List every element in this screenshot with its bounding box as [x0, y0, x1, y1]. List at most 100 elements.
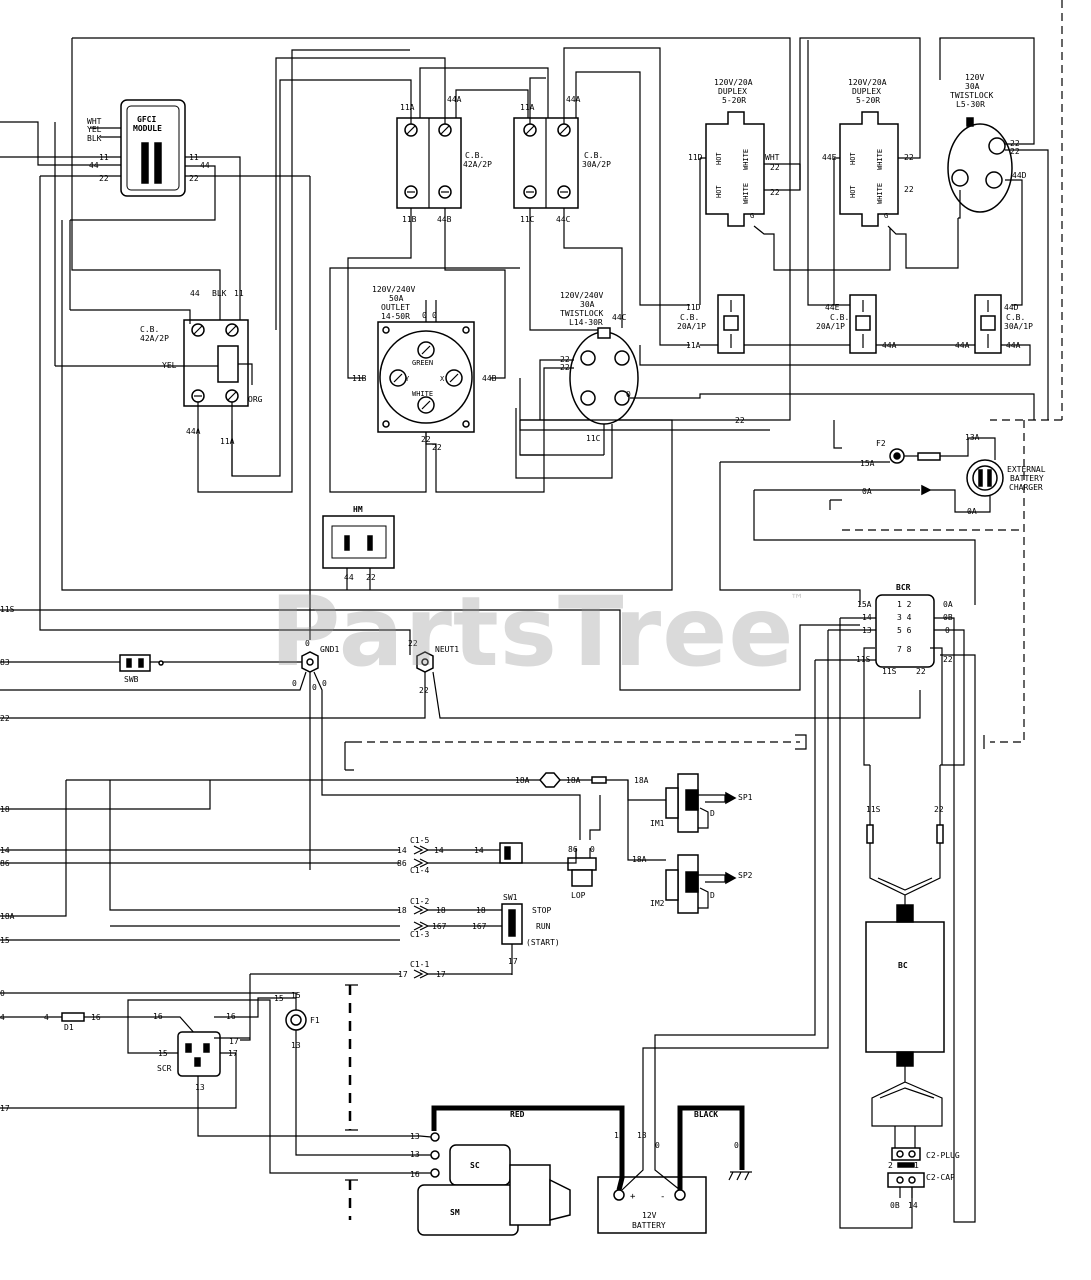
svg-text:15: 15: [274, 994, 284, 1003]
svg-text:15: 15: [291, 991, 301, 1000]
circuit-breaker-42a-top: 11A 44A C.B. 42A/2P 11B 44B: [396, 95, 492, 224]
svg-text:0: 0: [432, 311, 437, 320]
svg-text:11: 11: [234, 289, 244, 298]
svg-text:0: 0: [312, 683, 317, 692]
hour-meter: HM 44 22: [322, 505, 395, 582]
svg-text:44C: 44C: [556, 215, 571, 224]
connector-c1-5: C1-5 14 14 14: [397, 836, 484, 855]
svg-text:120V: 120V: [965, 73, 984, 82]
svg-text:22: 22: [943, 655, 953, 664]
svg-text:44: 44: [190, 289, 200, 298]
switch-sw1: SW1 STOP RUN (START) 17: [501, 893, 560, 966]
svg-text:20A/1P: 20A/1P: [816, 322, 845, 331]
svg-text:83: 83: [0, 658, 10, 667]
svg-text:SP1: SP1: [738, 793, 753, 802]
svg-text:5 6: 5 6: [897, 626, 912, 635]
svg-text:22: 22: [735, 416, 745, 425]
battery-12v: + - 12V BATTERY 13 13 0 0 0: [597, 1131, 739, 1234]
svg-text:WHT: WHT: [765, 153, 780, 162]
svg-text:11A: 11A: [220, 437, 235, 446]
svg-text:WHITE: WHITE: [412, 390, 433, 398]
svg-text:C.B.: C.B.: [830, 313, 849, 322]
svg-text:22: 22: [419, 686, 429, 695]
svg-text:X: X: [440, 375, 445, 383]
svg-text:86: 86: [568, 845, 578, 854]
svg-text:22: 22: [770, 188, 780, 197]
svg-text:DUPLEX: DUPLEX: [852, 87, 881, 96]
svg-text:30A: 30A: [965, 82, 980, 91]
connector-c1-2: C1-2 18 18 18: [397, 897, 486, 915]
svg-text:D1: D1: [64, 1023, 74, 1032]
svg-text:C2-CAP: C2-CAP: [926, 1173, 955, 1182]
circuit-breaker-42a-left: C.B. 42A/2P 44 BLK 11 YEL ORG 44A 11A: [140, 289, 263, 446]
circuit-breaker-30a-f: 44D C.B. 30A/1P 44A 44A: [955, 294, 1033, 354]
ignition-module-1: IM1 SP1 D: [650, 773, 753, 833]
svg-text:18A: 18A: [634, 776, 649, 785]
svg-text:13: 13: [195, 1083, 205, 1092]
twistlock-l14-30r: 120V/240V 30A TWISTLOCK L14-30R 44C 22 2…: [560, 291, 639, 443]
svg-text:C.B.: C.B.: [584, 151, 603, 160]
ground-terminal: GND1 0 0 0 0: [292, 639, 339, 692]
svg-text:14: 14: [0, 846, 10, 855]
svg-text:BLK: BLK: [212, 289, 227, 298]
svg-text:22: 22: [904, 185, 914, 194]
svg-text:11C: 11C: [586, 434, 601, 443]
svg-text:44E: 44E: [822, 153, 837, 162]
svg-text:0: 0: [590, 845, 595, 854]
svg-text:C.B.: C.B.: [1006, 313, 1025, 322]
svg-text:WHITE: WHITE: [876, 149, 884, 170]
svg-text:GFCI: GFCI: [137, 115, 156, 124]
svg-text:C1-2: C1-2: [410, 897, 429, 906]
svg-text:L14-30R: L14-30R: [569, 318, 603, 327]
svg-text:120V/240V: 120V/240V: [560, 291, 604, 300]
svg-text:BCR: BCR: [896, 583, 911, 592]
external-battery-charger: EXTERNAL BATTERY CHARGER 13A 0A: [965, 433, 1046, 516]
svg-text:86: 86: [397, 859, 407, 868]
svg-text:44D: 44D: [1012, 171, 1027, 180]
svg-text:GREEN: GREEN: [412, 359, 433, 367]
svg-text:STOP: STOP: [532, 906, 551, 915]
svg-text:18A: 18A: [515, 776, 530, 785]
svg-text:0: 0: [626, 390, 631, 399]
svg-text:120V/240V: 120V/240V: [372, 285, 416, 294]
circuit-breaker-30a-top: 11A 44A C.B. 30A/2P 11C 44C: [513, 95, 611, 224]
svg-text:0: 0: [322, 679, 327, 688]
svg-text:0A: 0A: [943, 600, 953, 609]
svg-text:22: 22: [99, 174, 109, 183]
svg-text:WHITE: WHITE: [876, 183, 884, 204]
svg-text:15A: 15A: [857, 600, 872, 609]
svg-text:44B: 44B: [482, 374, 497, 383]
svg-text:44E: 44E: [825, 303, 840, 312]
switch-swb: SWB: [119, 654, 164, 684]
svg-text:18A: 18A: [632, 855, 647, 864]
svg-text:11C: 11C: [520, 215, 535, 224]
svg-text:HOT: HOT: [715, 152, 723, 165]
svg-text:C1-1: C1-1: [410, 960, 429, 969]
svg-text:44D: 44D: [1004, 303, 1019, 312]
svg-text:22: 22: [0, 714, 10, 723]
svg-text:22: 22: [408, 639, 418, 648]
svg-text:22: 22: [770, 163, 780, 172]
svg-text:WHITE: WHITE: [742, 149, 750, 170]
svg-text:14-50R: 14-50R: [381, 312, 410, 321]
fuse-f1: F1 15 15 13: [274, 991, 320, 1050]
svg-text:42A/2P: 42A/2P: [463, 160, 492, 169]
svg-text:+: +: [630, 1192, 636, 1202]
svg-text:11B: 11B: [402, 215, 417, 224]
svg-text:5-20R: 5-20R: [856, 96, 880, 105]
svg-text:7 8: 7 8: [897, 645, 912, 654]
diode-d1: D1 4 4 16: [0, 1012, 101, 1032]
svg-text:BATTERY: BATTERY: [1010, 474, 1044, 483]
svg-text:42A/2P: 42A/2P: [140, 334, 169, 343]
svg-text:C2-PLUG: C2-PLUG: [926, 1151, 960, 1160]
svg-text:G: G: [750, 212, 754, 220]
svg-text:120V/20A: 120V/20A: [848, 78, 887, 87]
svg-text:14: 14: [908, 1201, 918, 1210]
svg-text:11S: 11S: [882, 667, 897, 676]
svg-text:17: 17: [229, 1037, 239, 1046]
svg-text:2: 2: [888, 1161, 893, 1170]
svg-text:3 4: 3 4: [897, 613, 912, 622]
right-border-dash: [990, 0, 1063, 421]
starter-contactor-relay-scr: 15 17 16 16 17 SCR 13: [153, 1012, 239, 1092]
svg-text:HOT: HOT: [849, 185, 857, 198]
